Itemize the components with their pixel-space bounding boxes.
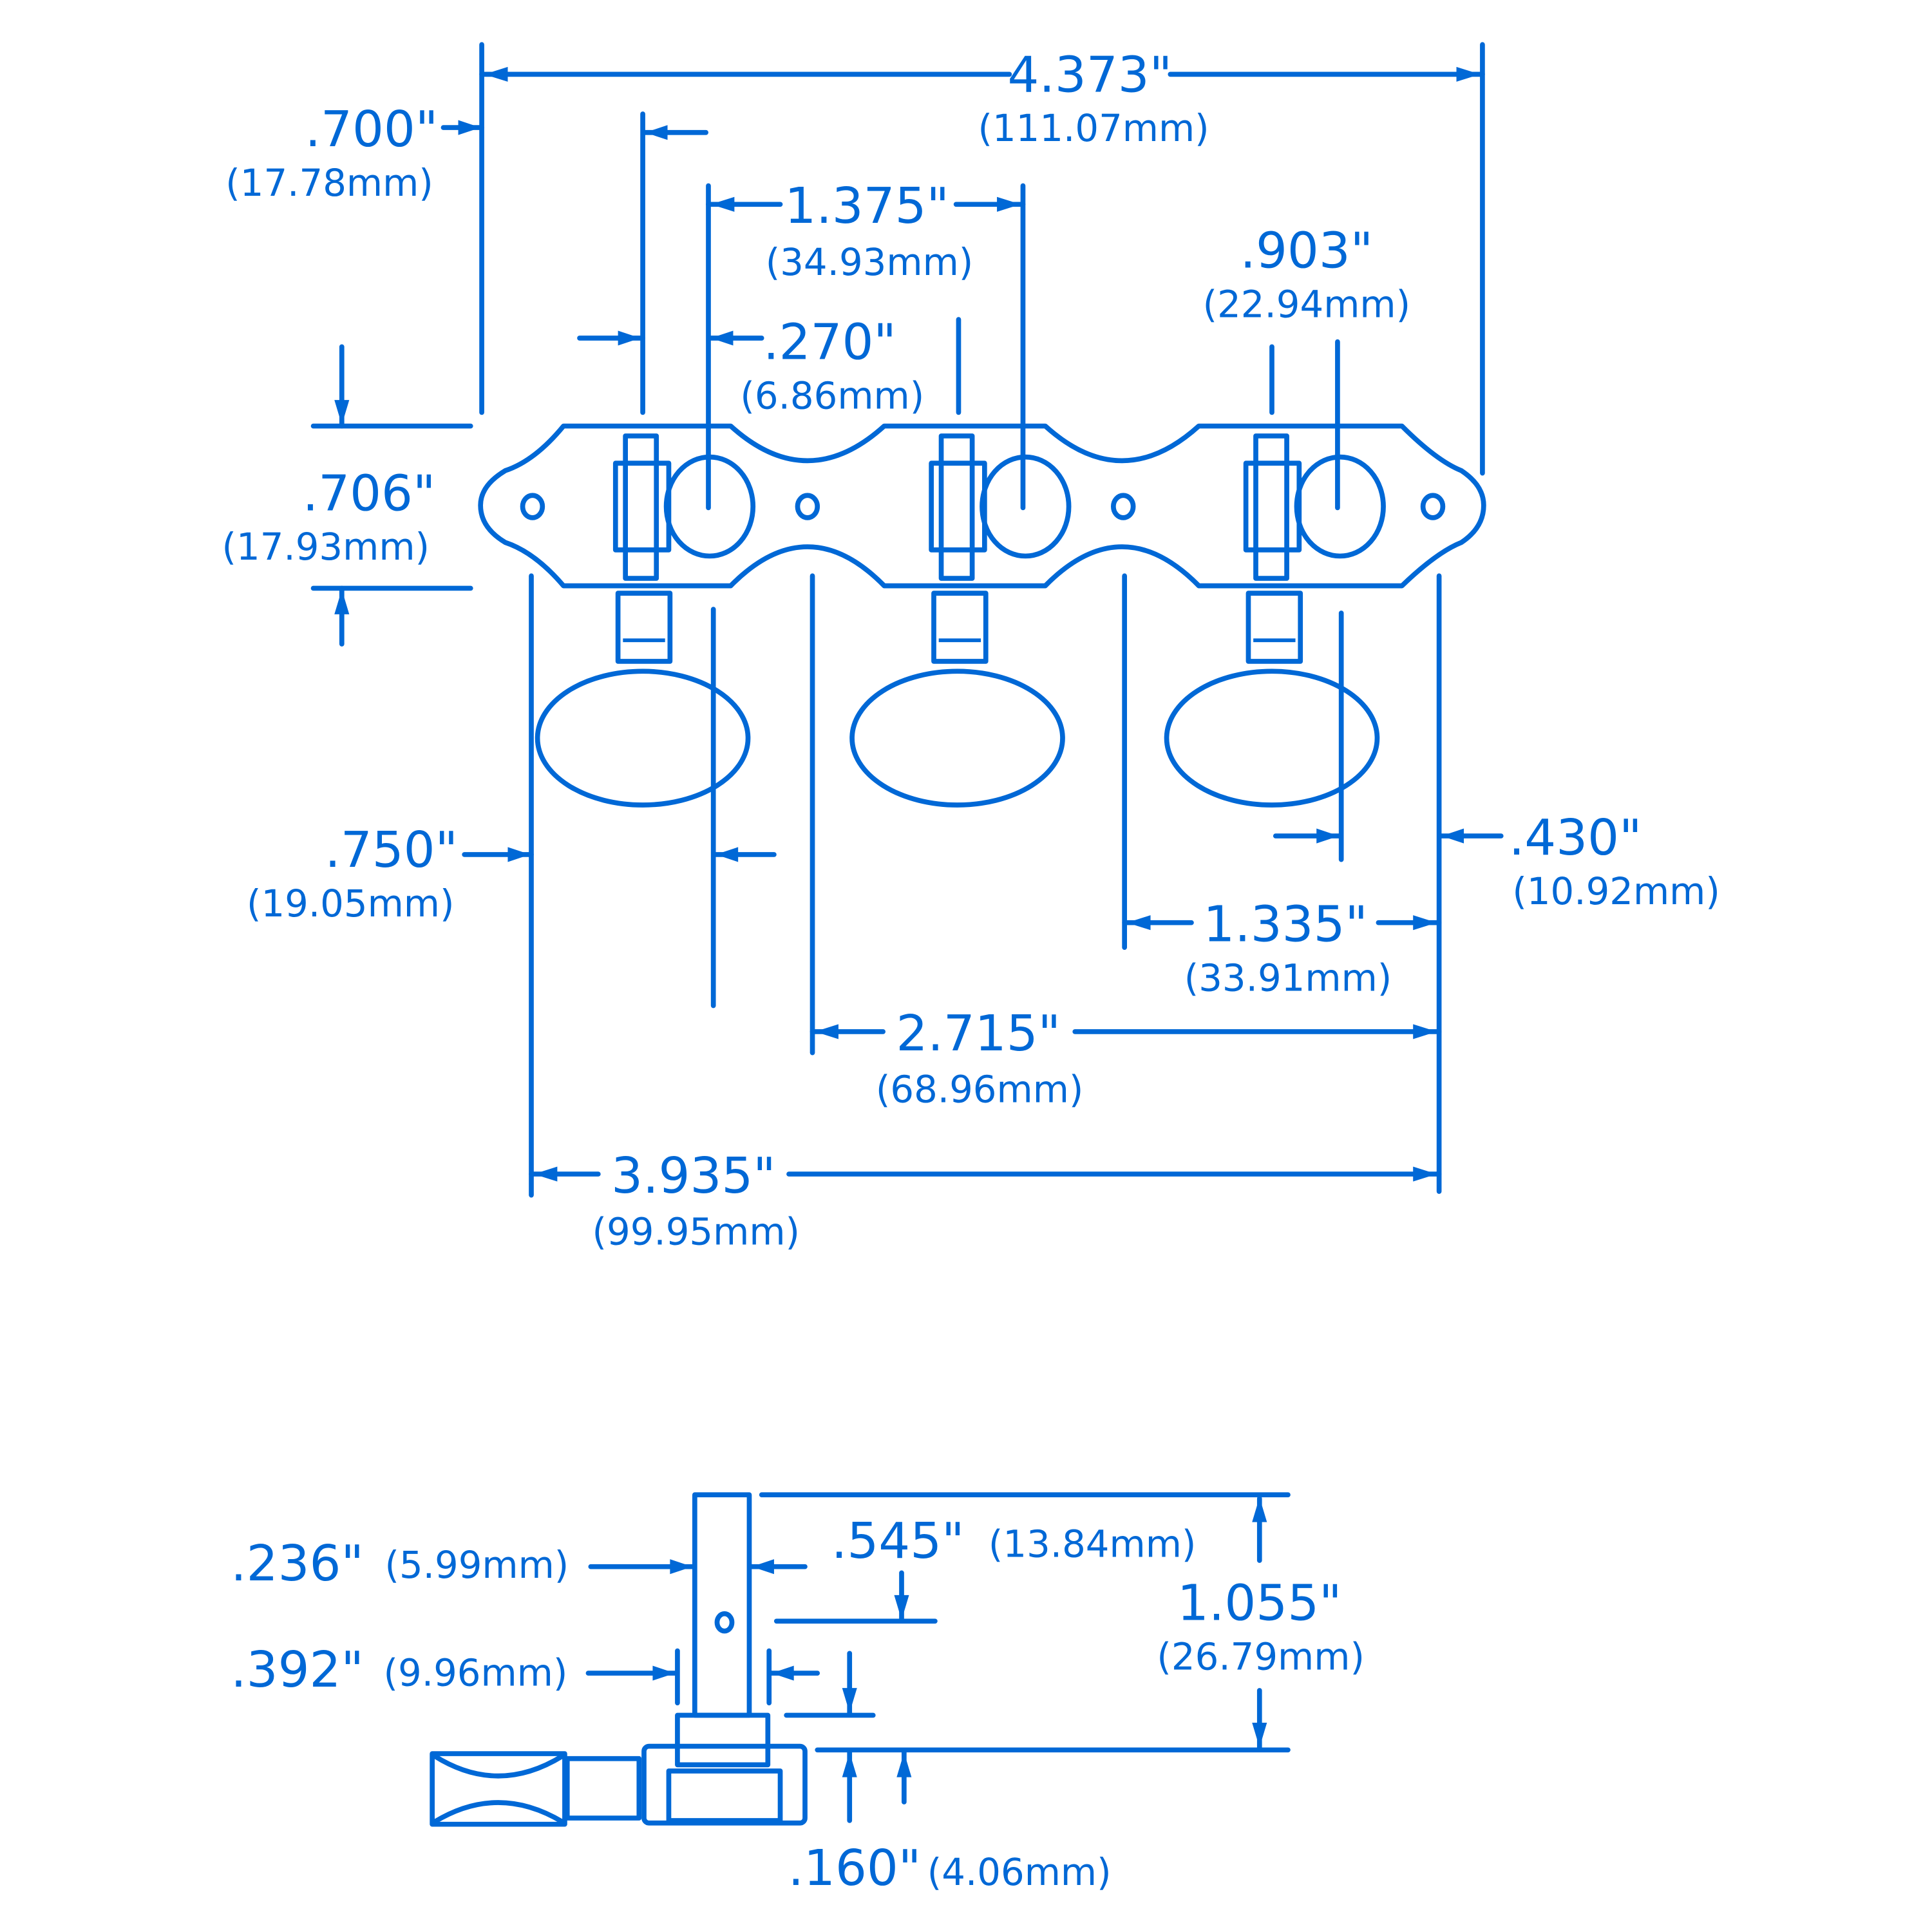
tuner-unit bbox=[849, 433, 1072, 808]
mounting-hole bbox=[1420, 493, 1446, 520]
label-plate-height-in: .706" bbox=[303, 465, 436, 522]
label-button-right-in: .430" bbox=[1509, 810, 1642, 867]
label-hole-spacing-mm: (33.91mm) bbox=[1184, 956, 1392, 999]
label-outer-span-mm: (99.95mm) bbox=[592, 1210, 800, 1254]
mounting-hole bbox=[1111, 493, 1136, 520]
label-left-offset-in: .700" bbox=[305, 101, 439, 158]
label-button-left-mm: (19.05mm) bbox=[247, 882, 455, 925]
label-hole-spacing-in: 1.335" bbox=[1203, 896, 1368, 954]
label-post-gap-mm: (6.86mm) bbox=[740, 374, 924, 418]
label-two-hole-span-mm: (68.96mm) bbox=[876, 1068, 1084, 1112]
mounting-hole bbox=[795, 493, 820, 520]
label-post-height-mm: (26.79mm) bbox=[1157, 1634, 1365, 1678]
label-post-to-hole-in: .903" bbox=[1240, 222, 1374, 279]
tuner-plate-outline bbox=[478, 423, 1486, 589]
label-button-right-mm: (10.92mm) bbox=[1512, 869, 1720, 913]
label-post-to-hole-mm: (22.94mm) bbox=[1203, 282, 1411, 326]
bushing bbox=[675, 1712, 771, 1768]
label-post-diameter-mm: (5.99mm) bbox=[384, 1543, 569, 1587]
label-post-diameter-in: .236" bbox=[231, 1535, 364, 1593]
tuner-button bbox=[849, 668, 1065, 808]
label-hole-height-in: .545" bbox=[831, 1513, 965, 1570]
tuner-button bbox=[1164, 668, 1380, 808]
string-hole bbox=[714, 1611, 735, 1634]
label-two-hole-span-in: 2.715" bbox=[896, 1005, 1061, 1063]
label-button-left-in: .750" bbox=[325, 822, 458, 879]
tuner-unit bbox=[535, 433, 756, 808]
label-bushing-diameter-in: .392" bbox=[231, 1642, 364, 1699]
label-overall-width-in: 4.373" bbox=[1008, 46, 1173, 104]
label-base-thickness-mm: (4.06mm) bbox=[927, 1850, 1112, 1894]
front-view: 4.373" (111.07mm) .700" (17.78mm) 1.375"… bbox=[222, 42, 1720, 1254]
label-post-gap-in: .270" bbox=[763, 314, 896, 372]
tuner-unit bbox=[1164, 433, 1386, 808]
tuner-button bbox=[535, 668, 751, 808]
label-post-spacing-in: 1.375" bbox=[784, 178, 949, 235]
label-left-offset-mm: (17.78mm) bbox=[225, 161, 433, 205]
label-base-thickness-in: .160" bbox=[788, 1840, 922, 1897]
dimension-lines bbox=[310, 42, 1504, 1198]
side-dimension-lines bbox=[585, 1492, 1291, 1823]
label-post-height-in: 1.055" bbox=[1177, 1575, 1342, 1632]
post bbox=[692, 1492, 752, 1718]
label-post-spacing-mm: (34.93mm) bbox=[766, 240, 974, 284]
label-outer-span-in: 3.935" bbox=[611, 1148, 776, 1205]
mounting-hole bbox=[520, 493, 545, 520]
side-view: .236" (5.99mm) .392" (9.96mm) .545" (13.… bbox=[231, 1492, 1365, 1897]
label-overall-width-mm: (111.07mm) bbox=[978, 106, 1209, 150]
label-plate-height-mm: (17.93mm) bbox=[222, 525, 430, 569]
label-hole-height-mm: (13.84mm) bbox=[989, 1522, 1197, 1566]
label-bushing-diameter-mm: (9.96mm) bbox=[384, 1651, 568, 1694]
